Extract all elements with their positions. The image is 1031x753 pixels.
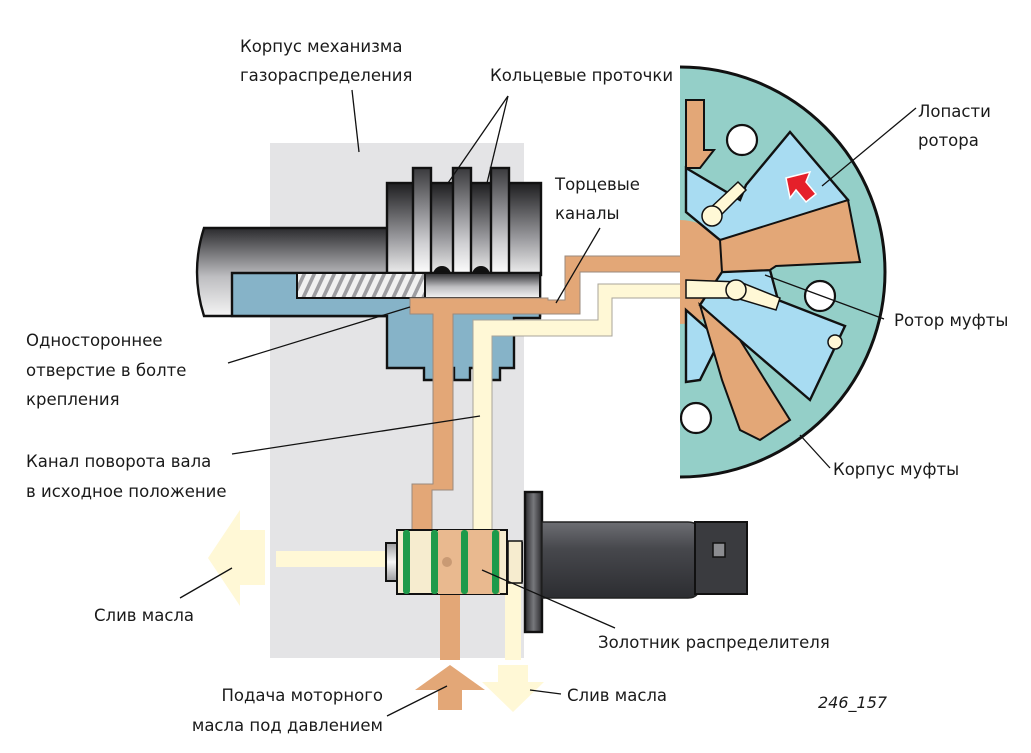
label-coupling-housing: Корпус муфты — [833, 460, 959, 479]
label-oil-drain-left: Слив масла — [94, 606, 194, 625]
label-annular-grooves: Кольцевые проточки — [490, 66, 673, 85]
drain-arrow-bottom — [482, 665, 544, 712]
label-one-way-hole-1: Одностороннее — [26, 331, 163, 350]
label-rotor-vanes-2: ротора — [918, 131, 979, 150]
label-oil-supply-1: Подача моторного — [222, 686, 384, 705]
bolt-hole — [725, 123, 759, 157]
label-oil-supply-2: масла под давлением — [192, 716, 383, 735]
label-return-channel-2: в исходное положение — [26, 482, 227, 501]
label-oil-drain-bottom: Слив масла — [567, 686, 667, 705]
return-oil-channel — [276, 283, 701, 660]
label-valve-spool: Золотник распределителя — [598, 633, 830, 652]
label-one-way-hole-2: отверстие в болте — [26, 361, 186, 380]
label-camshaft-housing-2: газораспределения — [240, 66, 412, 85]
rotation-arrow — [785, 170, 818, 204]
annular-grooves-collar — [385, 166, 543, 277]
label-one-way-hole-3: крепления — [26, 390, 120, 409]
figure-id: 246_157 — [818, 693, 888, 713]
rotor-vane — [685, 99, 717, 169]
label-rotor-vanes-1: Лопасти — [918, 102, 991, 121]
label-return-channel-1: Канал поворота вала — [26, 452, 211, 471]
label-end-channels-2: каналы — [555, 204, 620, 223]
oil-supply-arrow — [415, 665, 485, 710]
drain-arrow-left — [208, 510, 265, 606]
camshaft-adjuster — [680, 65, 887, 479]
label-coupling-rotor: Ротор муфты — [894, 311, 1008, 330]
leader-lines — [179, 89, 917, 717]
valve-spool — [385, 529, 523, 595]
solenoid — [523, 490, 748, 634]
label-camshaft-housing-1: Корпус механизма — [240, 37, 402, 56]
label-end-channels-1: Торцевые — [554, 175, 640, 194]
